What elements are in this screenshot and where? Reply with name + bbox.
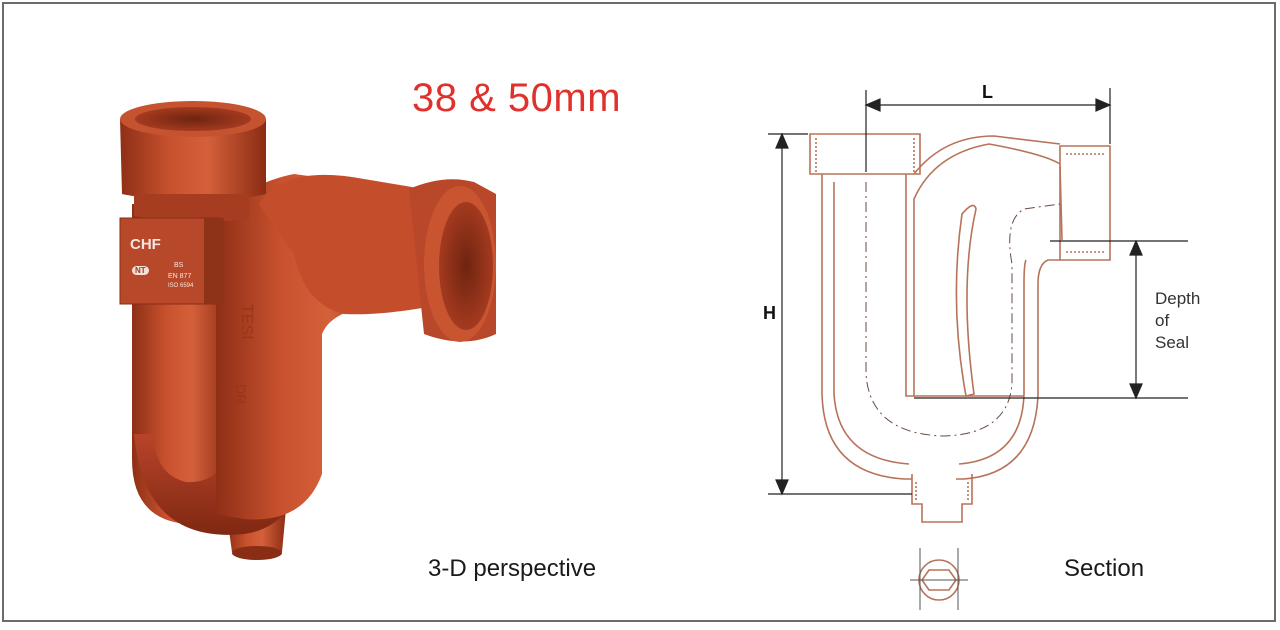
section-weir [955, 204, 977, 397]
badge-line-1: BS [174, 262, 184, 269]
trap-3d-illustration: TESI DR [119, 101, 496, 560]
cast-mark: TESI [238, 304, 255, 340]
label-block [119, 217, 221, 305]
badge-mark: NT [132, 266, 149, 275]
dim-length-label: L [982, 82, 993, 102]
figure-frame: 38 & 50mm [2, 2, 1276, 622]
badge-brand: CHF [130, 236, 161, 253]
seal-label-line-2: of [1155, 311, 1170, 330]
section-outer-wall [821, 174, 912, 480]
section-dip-tube [905, 143, 1061, 397]
section-water-line [865, 182, 1061, 437]
size-heading: 38 & 50mm [412, 76, 622, 120]
section-outlet-socket [1059, 145, 1111, 261]
outlet-arm [259, 174, 444, 315]
outlet-opening [439, 202, 493, 330]
section-inlet-socket [809, 133, 921, 175]
seal-label-line-3: Seal [1155, 333, 1190, 352]
seal-label-line-1: Depth [1155, 289, 1201, 308]
cast-mark-2: DR [233, 384, 249, 404]
section-caption: Section [1064, 555, 1145, 582]
section-cleanout [911, 474, 973, 523]
section-drawing [768, 88, 1188, 610]
perspective-caption: 3-D perspective [428, 555, 597, 582]
inlet-opening [135, 107, 251, 131]
dim-seal-label: Depth of Seal [1155, 288, 1200, 354]
dim-height-label: H [763, 303, 776, 323]
brand-badge: CHF NT BS EN 877 ISO 6594 [126, 232, 206, 298]
badge-line-2: EN 877 [168, 273, 192, 280]
badge-line-3: ISO 6594 [168, 283, 194, 289]
inlet-socket [120, 119, 266, 202]
